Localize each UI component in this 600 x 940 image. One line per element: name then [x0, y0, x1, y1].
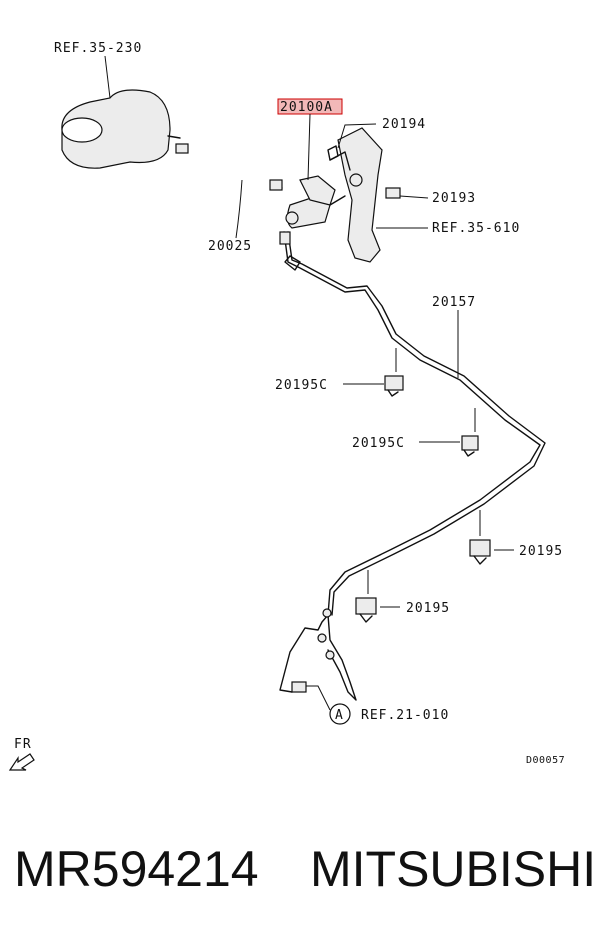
master-cylinder: [285, 175, 346, 229]
fr-label: FR: [14, 737, 32, 752]
part-20194-leader: [337, 123, 377, 149]
brand-name: MITSUBISHI: [310, 841, 597, 897]
part-20157-label: 20157: [432, 295, 476, 310]
clamp-20195C-2: [461, 435, 479, 457]
callout-a-circle: [329, 703, 351, 725]
ref-35-230-label: REF.35-230: [54, 41, 142, 56]
part-20100A-label: 20100A: [280, 100, 333, 115]
callout-a-label: A: [335, 708, 344, 723]
callout-a-leader: [306, 685, 331, 711]
reservoir-shape: [61, 89, 181, 169]
clip-20194: [327, 145, 339, 161]
part-20100A-leader: [307, 113, 311, 181]
part-20195C-2-label: 20195C: [352, 436, 405, 451]
part-20025-label: 20025: [208, 239, 252, 254]
footer: MR594214 MITSUBISHI: [0, 830, 600, 910]
part-20195-2-label: 20195: [406, 601, 450, 616]
clutch-pipe-20157: [279, 231, 546, 701]
ref-35-610-label: REF.35-610: [432, 221, 520, 236]
part-20025-leader: [235, 179, 243, 239]
part-20193-leader: [399, 195, 429, 199]
clamp-20195-1: [469, 539, 491, 565]
clamp-20195C-1: [384, 375, 404, 397]
clamp-20195-2: [355, 597, 377, 623]
front-arrow-icon: [8, 753, 35, 771]
part-20194-label: 20194: [382, 117, 426, 132]
clutch-pedal: [329, 127, 383, 263]
ref-21-010-label: REF.21-010: [361, 708, 449, 723]
part-20193-label: 20193: [432, 191, 476, 206]
ref-35-230-leader: [104, 55, 111, 99]
pin-20193: [385, 187, 401, 199]
hose-20025: [175, 143, 283, 191]
part-20195C-1-label: 20195C: [275, 378, 328, 393]
part-20195-1-label: 20195: [519, 544, 563, 559]
part-number: MR594214: [14, 841, 259, 897]
diagram-code-label: D00057: [526, 755, 565, 766]
